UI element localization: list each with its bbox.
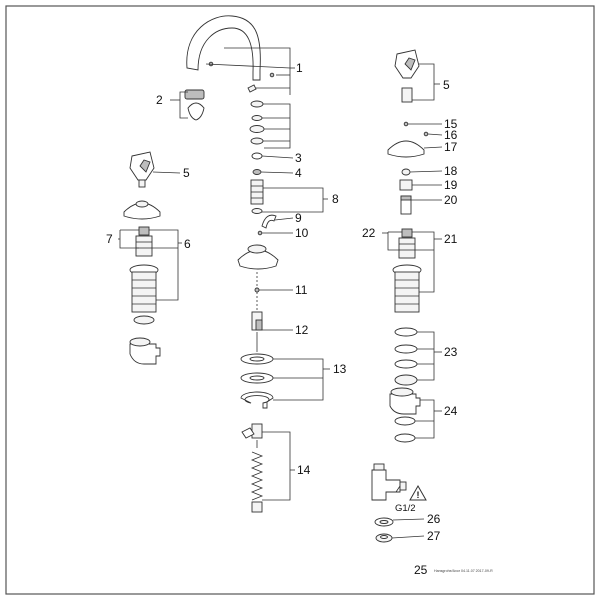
left-handle-stem	[138, 179, 146, 188]
right-valve-body	[394, 271, 420, 313]
label-part-10: 10	[295, 226, 309, 240]
washer-c	[249, 125, 265, 133]
label-part-5-left: 5	[183, 166, 190, 180]
diagram-frame	[5, 5, 595, 595]
spout	[186, 15, 261, 81]
right-cartridge	[398, 237, 416, 259]
washer-d	[250, 137, 264, 145]
label-part-14: 14	[297, 463, 311, 477]
left-cartridge	[135, 235, 153, 257]
label-part-26: 26	[427, 512, 441, 526]
tee-connector	[371, 469, 401, 501]
label-part-4: 4	[295, 166, 302, 180]
horseshoe-washer	[240, 391, 274, 409]
label-part-15: 15	[444, 117, 458, 131]
footer-note: Hansgrohe/Axor 04.11.07 2017-09-R	[434, 569, 493, 573]
label-part-6: 6	[184, 237, 191, 251]
hose-end	[251, 501, 263, 513]
rod-nut-11	[254, 287, 260, 293]
washer-23b	[394, 344, 418, 354]
label-part-8: 8	[332, 192, 339, 206]
warning-symbol: !	[417, 490, 420, 500]
o-ring-4	[252, 169, 262, 175]
o-ring-3	[251, 152, 263, 160]
washer-23c	[394, 359, 418, 369]
label-part-27: 27	[427, 529, 441, 543]
hose-clamp	[241, 427, 255, 439]
label-part-1: 1	[296, 61, 303, 75]
label-part-25: 25	[414, 563, 428, 577]
hose-fitting	[251, 423, 263, 439]
left-elbow	[129, 343, 161, 365]
label-part-3: 3	[295, 151, 302, 165]
label-part-19: 19	[444, 178, 458, 192]
hose-elbow	[261, 214, 277, 229]
label-part-24: 24	[444, 404, 458, 418]
screw-16	[423, 131, 429, 137]
bushing-19	[399, 179, 413, 191]
aerator-insert	[184, 89, 205, 100]
thread-size-label: G1/2	[395, 503, 416, 514]
label-part-16: 16	[444, 128, 458, 142]
left-valve-assembly	[123, 151, 161, 365]
label-part-22: 22	[362, 226, 376, 240]
washer-a	[250, 100, 264, 108]
right-valve-assembly	[387, 49, 429, 443]
washer-24a	[394, 416, 416, 426]
right-cartridge-top	[401, 228, 413, 238]
label-part-23: 23	[444, 345, 458, 359]
label-part-13: 13	[333, 362, 347, 376]
left-lock-nut	[133, 315, 155, 325]
cartridge-ring	[251, 208, 263, 214]
warning-triangle-icon	[409, 484, 427, 501]
left-cartridge-top	[138, 226, 150, 236]
connector-assembly: ! G1/2	[371, 463, 427, 543]
right-handle-stem	[401, 87, 413, 103]
washer-24b	[394, 433, 416, 443]
label-part-17: 17	[444, 140, 458, 154]
aerator-key	[187, 102, 205, 121]
right-escutcheon	[387, 140, 425, 158]
label-part-2: 2	[156, 93, 163, 107]
label-part-18: 18	[444, 164, 458, 178]
leader-lines	[118, 47, 443, 539]
spout-clip	[247, 84, 257, 93]
ring-18	[401, 168, 411, 176]
part-number-labels: 1 2 3 4 5 5 6 7 8 9 10 11 12 13 14 15 16…	[106, 61, 493, 577]
set-screw	[269, 72, 275, 78]
label-part-7: 7	[106, 232, 113, 246]
spout-base-top	[247, 244, 267, 254]
label-part-12: 12	[295, 323, 309, 337]
label-part-11: 11	[295, 283, 308, 297]
left-valve-body	[131, 271, 157, 313]
screw-15	[403, 121, 409, 127]
washer-23a	[394, 327, 418, 337]
washer-b	[251, 115, 263, 121]
label-part-21: 21	[444, 232, 458, 246]
nut-23d	[394, 374, 418, 386]
spout-assembly	[184, 15, 279, 513]
small-screw-10	[257, 230, 263, 236]
right-elbow	[389, 393, 421, 415]
label-part-20: 20	[444, 193, 458, 207]
label-part-9: 9	[295, 211, 302, 225]
flexible-hose	[250, 451, 264, 501]
label-part-5-right: 5	[443, 78, 450, 92]
stud-collar	[255, 319, 263, 331]
